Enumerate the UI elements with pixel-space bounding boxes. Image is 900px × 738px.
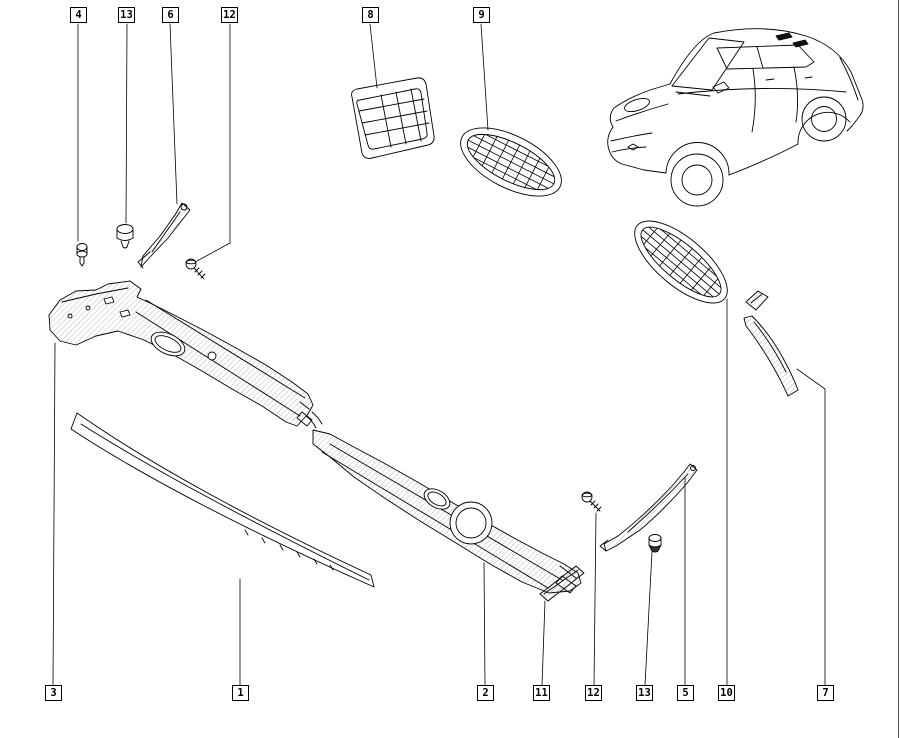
callout-13-bottom[interactable]: 13 [636,685,653,701]
callout-1-bottom[interactable]: 1 [232,685,249,701]
part-8-air-inlet-grille [351,77,435,159]
callout-13-top[interactable]: 13 [118,7,135,23]
callout-7-bottom[interactable]: 7 [817,685,834,701]
part-2-cowl-panel-right [305,411,582,594]
part-10-air-inlet-grille-lower [632,218,730,306]
part-12-screw-bottom [581,491,602,512]
callout-12-bottom[interactable]: 12 [585,685,602,701]
callout-6-top[interactable]: 6 [162,7,179,23]
callout-8-top[interactable]: 8 [362,7,379,23]
part-7-side-trim [743,290,799,397]
part-11-seal-strip [539,565,585,602]
callout-12-top[interactable]: 12 [221,7,238,23]
callout-11-bottom[interactable]: 11 [533,685,550,701]
callout-5-bottom[interactable]: 5 [677,685,694,701]
callout-10-bottom[interactable]: 10 [718,685,735,701]
callout-4-top[interactable]: 4 [70,7,87,23]
part-3-cowl-panel-left [48,280,314,427]
callout-3-bottom[interactable]: 3 [45,685,62,701]
callout-2-bottom[interactable]: 2 [477,685,494,701]
part-13-clip-bottom [648,534,662,553]
car-illustration [607,28,864,207]
callout-9-top[interactable]: 9 [473,7,490,23]
leader-lines [52,23,826,686]
part-4-clip-rivet [76,243,88,267]
part-6-bracket-left [137,202,191,269]
part-1-windshield-trim-strip [70,412,375,588]
part-9-air-inlet-grille-oval [459,126,563,198]
part-5-bracket-right [599,463,698,552]
part-13-clip-top [116,224,134,249]
part-12-screw-top [185,258,206,280]
